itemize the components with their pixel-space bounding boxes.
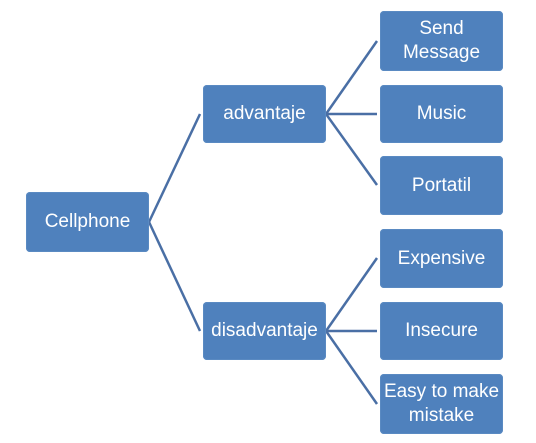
connector-root-disadvantaje — [147, 221, 202, 332]
node-easy-to-make-mistake: Easy to make mistake — [380, 374, 503, 434]
connector-disadvantaje-expensive — [324, 257, 379, 332]
node-label: disadvantaje — [211, 320, 318, 341]
node-cellphone: Cellphone — [26, 192, 149, 252]
node-label: Expensive — [397, 247, 486, 269]
node-insecure: Insecure — [380, 302, 503, 360]
connector-root-advantaje — [147, 113, 202, 223]
node-label: Insecure — [405, 320, 478, 341]
node-disadvantaje: disadvantaje — [203, 302, 326, 360]
node-music: Music — [380, 85, 503, 143]
node-label: Send Message — [402, 18, 481, 63]
node-label: Cellphone — [44, 211, 131, 232]
node-send-message: Send Message — [380, 11, 503, 71]
node-label: Music — [416, 103, 467, 124]
connector-advantaje-portatil — [324, 113, 379, 186]
connector-advantaje-send-message — [324, 40, 379, 115]
node-advantaje: advantaje — [203, 85, 326, 143]
node-label: Portatil — [411, 174, 472, 196]
node-label: advantaje — [223, 103, 306, 124]
node-label: Easy to make mistake — [383, 381, 500, 426]
node-portatil: Portatil — [380, 156, 503, 215]
connector-disadvantaje-easy-to-make-mistake — [324, 330, 379, 405]
node-expensive: Expensive — [380, 229, 503, 288]
